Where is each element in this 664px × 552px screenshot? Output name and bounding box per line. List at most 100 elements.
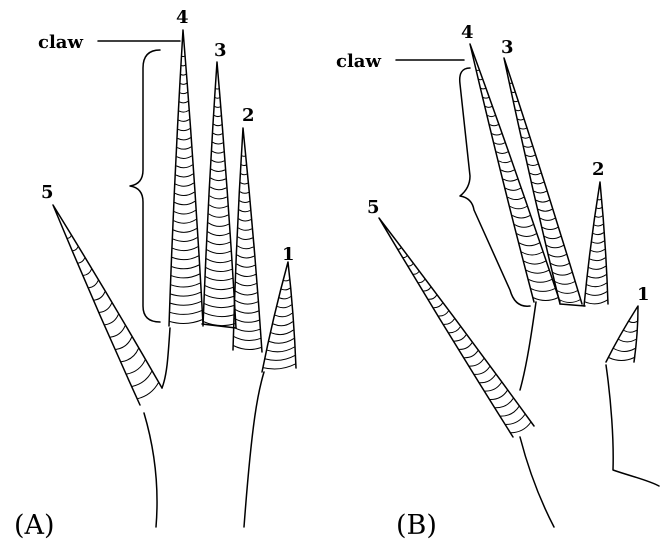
digit-scale	[403, 256, 407, 258]
digit-scale	[475, 367, 490, 375]
digit-scale	[547, 245, 564, 247]
panel-b-digit-4	[470, 44, 560, 302]
digit-scale	[278, 305, 292, 308]
digit-scale	[111, 326, 126, 337]
digit-scale	[215, 98, 220, 99]
digit-scale	[271, 330, 293, 334]
panel-a-hand-outline	[144, 324, 264, 527]
panel-b-digit-3	[504, 58, 582, 304]
digit-scale	[242, 156, 246, 157]
digit-scale	[479, 79, 483, 80]
digit-scale	[84, 269, 92, 275]
digit-scale	[559, 300, 581, 303]
digit-scale	[265, 355, 295, 360]
panel-a-digit-2	[233, 128, 262, 352]
panel-b-digit-4-label: 4	[461, 22, 474, 43]
digit-scale	[237, 273, 256, 276]
panel-a-digit-3	[203, 62, 236, 328]
digit-outline	[233, 128, 262, 352]
digit-scale	[504, 179, 518, 181]
digit-scale	[629, 322, 637, 323]
digit-scale	[208, 241, 230, 245]
digit-scale	[176, 183, 194, 186]
panel-a: claw 4 3 2 1 5 (A)	[14, 7, 296, 541]
panel-a-claw-bracket	[130, 50, 160, 322]
digit-scale	[205, 295, 234, 299]
digit-scale	[178, 138, 190, 140]
digit-scale	[181, 74, 186, 75]
digit-scale	[545, 236, 561, 238]
digit-scale	[216, 89, 219, 90]
digit-scale	[597, 208, 602, 209]
digit-scale	[499, 161, 511, 163]
digit-scale	[236, 282, 256, 286]
digit-scale	[171, 274, 199, 278]
digit-scale	[179, 120, 189, 122]
panel-a-digit-1	[262, 262, 296, 372]
digit-scale	[100, 303, 112, 312]
digit-scale	[586, 291, 608, 295]
digit-scale	[624, 331, 636, 333]
panel-a-digit-1-label: 1	[282, 244, 295, 265]
digit-scale	[180, 101, 188, 102]
digit-scale	[132, 371, 152, 386]
digit-scale	[214, 115, 221, 116]
digit-scale	[526, 270, 549, 273]
digit-scale	[522, 252, 543, 255]
digit-scale	[212, 151, 223, 153]
digit-scale	[483, 97, 488, 98]
digit-scale	[181, 65, 185, 66]
digit-scale	[454, 335, 466, 341]
digit-scale	[501, 170, 514, 172]
digit-scale	[237, 264, 255, 267]
digit-scale	[486, 107, 492, 108]
panel-a-label: (A)	[14, 510, 55, 541]
digit-scale	[533, 298, 559, 301]
digit-scale	[94, 292, 104, 300]
digit-scale	[495, 398, 513, 408]
digit-scale	[524, 146, 532, 147]
digit-scale	[398, 248, 401, 250]
digit-scale	[514, 101, 518, 102]
digit-scale	[273, 322, 292, 326]
digit-scale	[68, 236, 72, 239]
panel-b-label: (B)	[396, 510, 437, 541]
digit-scale	[530, 173, 540, 174]
digit-scale	[506, 188, 521, 190]
digit-scale	[176, 174, 193, 177]
panel-a-digits	[53, 30, 296, 405]
digit-outline	[606, 306, 638, 362]
digit-scale	[170, 310, 203, 314]
digit-scale	[508, 197, 523, 199]
digit-scale	[267, 347, 294, 352]
panel-a-digit-2-label: 2	[242, 105, 255, 126]
digit-scale	[169, 320, 203, 324]
digit-scale	[177, 165, 193, 168]
digit-scale	[495, 143, 505, 144]
panel-b-hand-outline	[520, 302, 659, 527]
panel-a-digit-3-label: 3	[214, 40, 227, 61]
digit-scale	[214, 124, 222, 125]
digit-scale	[174, 229, 197, 233]
digit-scale	[497, 152, 508, 154]
digit-scale	[459, 343, 472, 350]
digit-scale	[439, 311, 448, 316]
digit-scale	[211, 169, 224, 171]
digit-scale	[207, 250, 231, 254]
digit-scale	[215, 106, 221, 107]
digit-scale	[170, 301, 201, 305]
digit-scale	[589, 266, 606, 269]
digit-scale	[116, 337, 132, 349]
digit-scale	[541, 218, 555, 220]
digit-scale	[587, 283, 607, 287]
digit-scale	[480, 375, 496, 383]
digit-scale	[519, 243, 539, 246]
digit-scale	[208, 232, 229, 236]
digit-scale	[205, 286, 233, 290]
digit-scale	[449, 327, 460, 333]
digit-scale	[534, 191, 546, 193]
digit-scale	[241, 174, 247, 175]
digit-scale	[240, 201, 250, 203]
digit-scale	[207, 259, 232, 263]
digit-scale	[234, 336, 261, 340]
